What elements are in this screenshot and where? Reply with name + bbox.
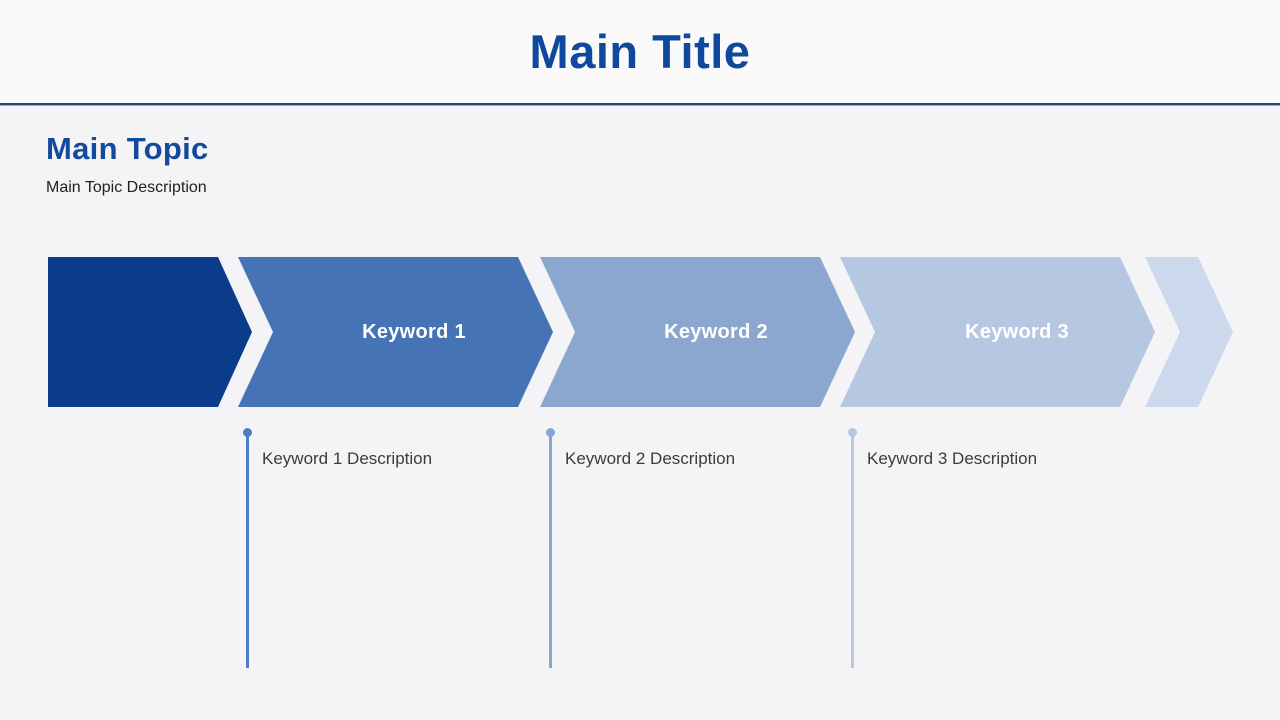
timeline-line-1 bbox=[246, 435, 249, 668]
topic-block: Main Topic Main Topic Description bbox=[46, 131, 209, 197]
main-title: Main Title bbox=[529, 25, 751, 78]
timeline-line-3 bbox=[851, 435, 854, 668]
topic-description: Main Topic Description bbox=[46, 179, 207, 196]
process-chevron-strip bbox=[0, 257, 1280, 407]
keyword-1-description: Keyword 1 Description bbox=[262, 449, 433, 468]
description-column-2: Keyword 2 Description bbox=[546, 428, 846, 670]
keyword-2-description: Keyword 2 Description bbox=[565, 449, 736, 468]
description-column-3: Keyword 3 Description bbox=[848, 428, 1148, 670]
timeline-dot-1 bbox=[243, 428, 252, 437]
description-column-1: Keyword 1 Description bbox=[243, 428, 543, 670]
chevron-label-keyword-1: Keyword 1 bbox=[362, 321, 466, 343]
keyword-3-description: Keyword 3 Description bbox=[867, 449, 1038, 468]
header-bar: Main Title bbox=[0, 0, 1280, 103]
chevron-svg bbox=[48, 257, 1233, 407]
chevron-step-3 bbox=[540, 257, 855, 407]
chevron-step-2 bbox=[238, 257, 553, 407]
chevron-label-keyword-3: Keyword 3 bbox=[965, 321, 1069, 343]
chevron-label-keyword-2: Keyword 2 bbox=[664, 321, 768, 343]
chevron-step-5 bbox=[1145, 257, 1233, 407]
timeline-dot-2 bbox=[546, 428, 555, 437]
chevron-step-1 bbox=[48, 257, 252, 407]
timeline-line-2 bbox=[549, 435, 552, 668]
timeline-dot-3 bbox=[848, 428, 857, 437]
chevron-step-4 bbox=[840, 257, 1155, 407]
header-divider-line bbox=[0, 103, 1280, 106]
topic-title: Main Topic bbox=[46, 131, 209, 166]
